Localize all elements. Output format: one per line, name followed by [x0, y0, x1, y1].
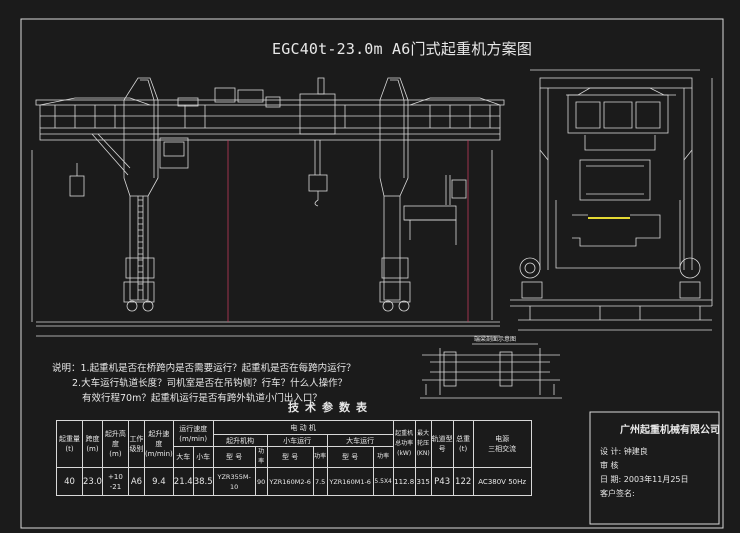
- th-motor-model-3: 型 号: [326, 446, 374, 468]
- drawing-title: EGC40t-23.0m A6门式起重机方案图: [272, 40, 533, 58]
- th-motor-model-1: 型 号: [212, 446, 256, 468]
- val-trolley-motor: YZR160M2-6: [266, 467, 314, 496]
- rail-center-lines: [227, 140, 469, 322]
- th-motor-group: 电 动 机: [212, 420, 394, 435]
- th-hoist-motor: 起升机构: [212, 434, 268, 447]
- val-duty: A6: [127, 467, 145, 496]
- th-crane-motor: 大车运行: [326, 434, 394, 447]
- end-beam-section: [420, 343, 562, 399]
- company-name: 广州起重机械有限公司: [620, 425, 720, 436]
- th-duty: 工作级别: [127, 420, 145, 468]
- th-power-supply: 电源三相交流: [472, 420, 532, 468]
- val-total-power: 112.8: [392, 467, 416, 496]
- title-block-review: 审 核: [600, 461, 619, 470]
- th-lift-height: 起升高度(m): [101, 420, 129, 468]
- val-crane-motor: YZR160M1-6: [326, 467, 374, 496]
- val-lift-height: +10 -21: [101, 467, 129, 496]
- th-weight: 总重(t): [452, 420, 474, 468]
- th-motor-power-1: 功率: [254, 446, 268, 468]
- note-line-3: 有效行程70m？起重机运行是否有跨外轨道小门出入口？: [82, 393, 322, 404]
- val-lift-speed: 9.4: [143, 467, 174, 496]
- val-rail: P43: [430, 467, 454, 496]
- val-crane-speed: 21.4: [172, 467, 194, 496]
- title-block-client: 客户签名:: [600, 489, 635, 498]
- title-block-design: 设 计: 钟建良: [600, 447, 648, 456]
- th-trolley-speed: 小车: [192, 446, 214, 468]
- th-lift-speed: 起升速度(m/min): [143, 420, 174, 468]
- th-travel-speed: 运行速度(m/min): [172, 420, 214, 447]
- val-power-supply: AC380V 50Hz: [472, 467, 532, 496]
- th-motor-power-3: 功率: [372, 446, 394, 468]
- th-motor-model-2: 型 号: [266, 446, 314, 468]
- val-trolley-speed: 38.5: [192, 467, 214, 496]
- th-wheel-load: 最大轮压(KN): [414, 420, 432, 468]
- title-block-date: 日 期: 2003年11月25日: [600, 475, 689, 484]
- note-line-1: 说明：1.起重机是否在桥跨内是否需要运行？起重机是否在每跨内运行？: [52, 363, 356, 374]
- th-span: 跨度(m): [82, 420, 103, 468]
- note-line-2: 2.大车运行轨道长度？司机室是否在吊钩侧？行车？什么人操作？: [72, 378, 348, 389]
- val-wheel-load: 315: [414, 467, 432, 496]
- val-span: 23.0: [82, 467, 103, 496]
- spec-table: 起重量(t) 跨度(m) 起升高度(m) 工作级别 起升速度(m/min) 运行…: [56, 420, 532, 496]
- th-motor-power-2: 功率: [312, 446, 328, 468]
- side-elevation: [510, 69, 713, 331]
- th-total-power: 起重机总功率(kW): [392, 420, 416, 468]
- section-label: 端梁剖面示意图: [474, 336, 517, 343]
- val-trolley-power: 7.5: [312, 467, 328, 496]
- val-capacity: 40: [56, 467, 83, 496]
- val-hoist-power: 90: [254, 467, 268, 496]
- title-block: [589, 411, 720, 525]
- front-elevation: [31, 77, 505, 337]
- th-capacity: 起重量(t): [56, 420, 83, 468]
- th-crane-speed: 大车: [172, 446, 194, 468]
- th-trolley-motor: 小车运行: [266, 434, 328, 447]
- drawing-frame: [20, 18, 724, 529]
- val-weight: 122: [452, 467, 474, 496]
- val-crane-power: 5.5X4: [372, 467, 394, 496]
- th-rail: 轨道型号: [430, 420, 454, 468]
- params-table-title: 技术参数表: [288, 401, 373, 414]
- val-hoist-motor: YZR355M-10: [212, 467, 256, 496]
